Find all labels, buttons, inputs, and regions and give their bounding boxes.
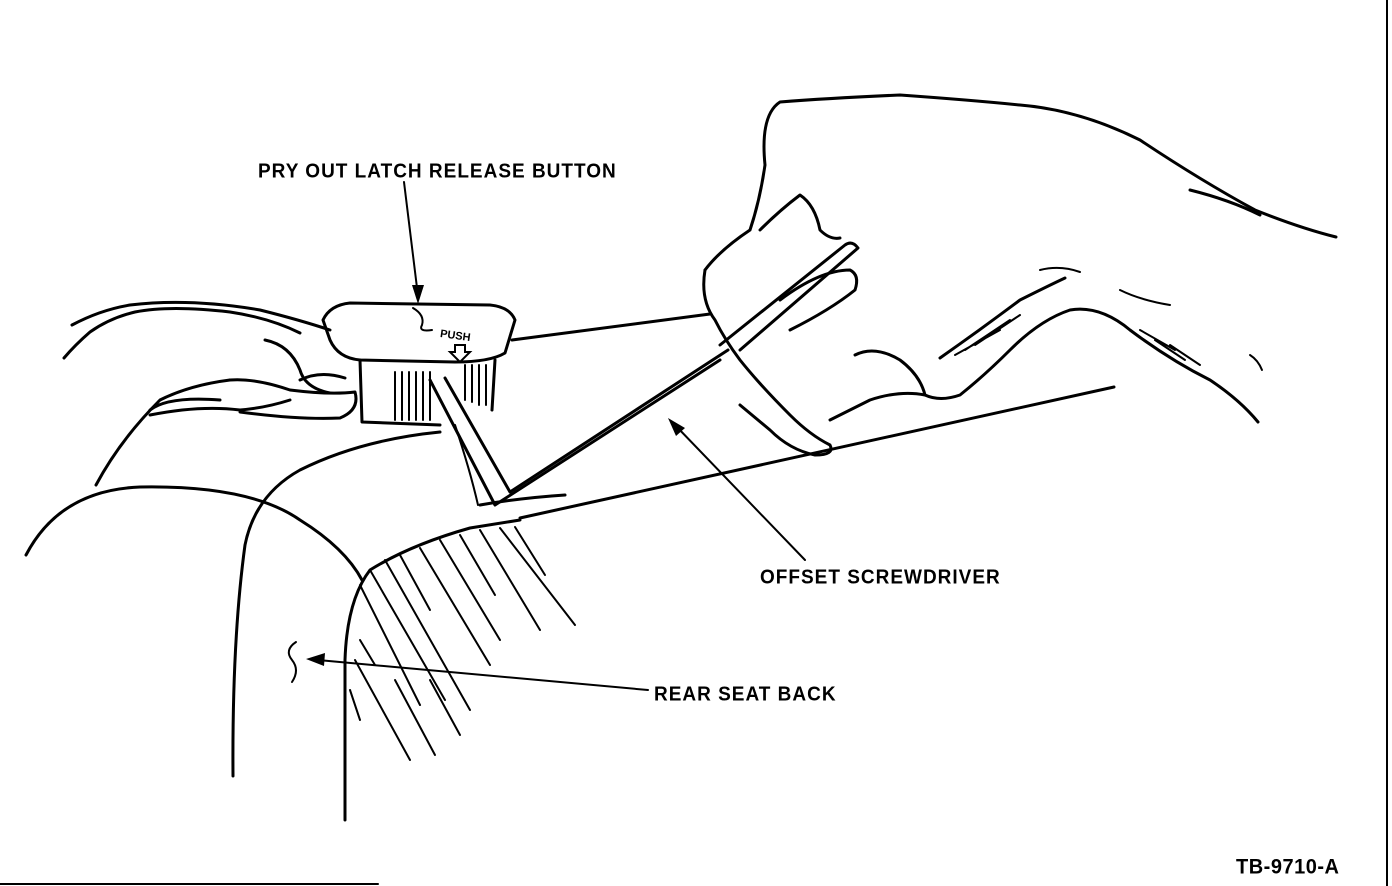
right-hand [702, 93, 1338, 457]
leader-lines [287, 181, 806, 691]
seat-back-label: REAR SEAT BACK [654, 683, 837, 706]
left-hand [62, 300, 358, 487]
latch-release-label: PRY OUT LATCH RELEASE BUTTON [258, 160, 617, 183]
offset-screwdriver [428, 241, 860, 507]
figure-code: TB-9710-A [1236, 855, 1340, 879]
screwdriver-label: OFFSET SCREWDRIVER [760, 566, 1001, 589]
seat-shading [349, 526, 576, 761]
latch-button [321, 301, 517, 427]
